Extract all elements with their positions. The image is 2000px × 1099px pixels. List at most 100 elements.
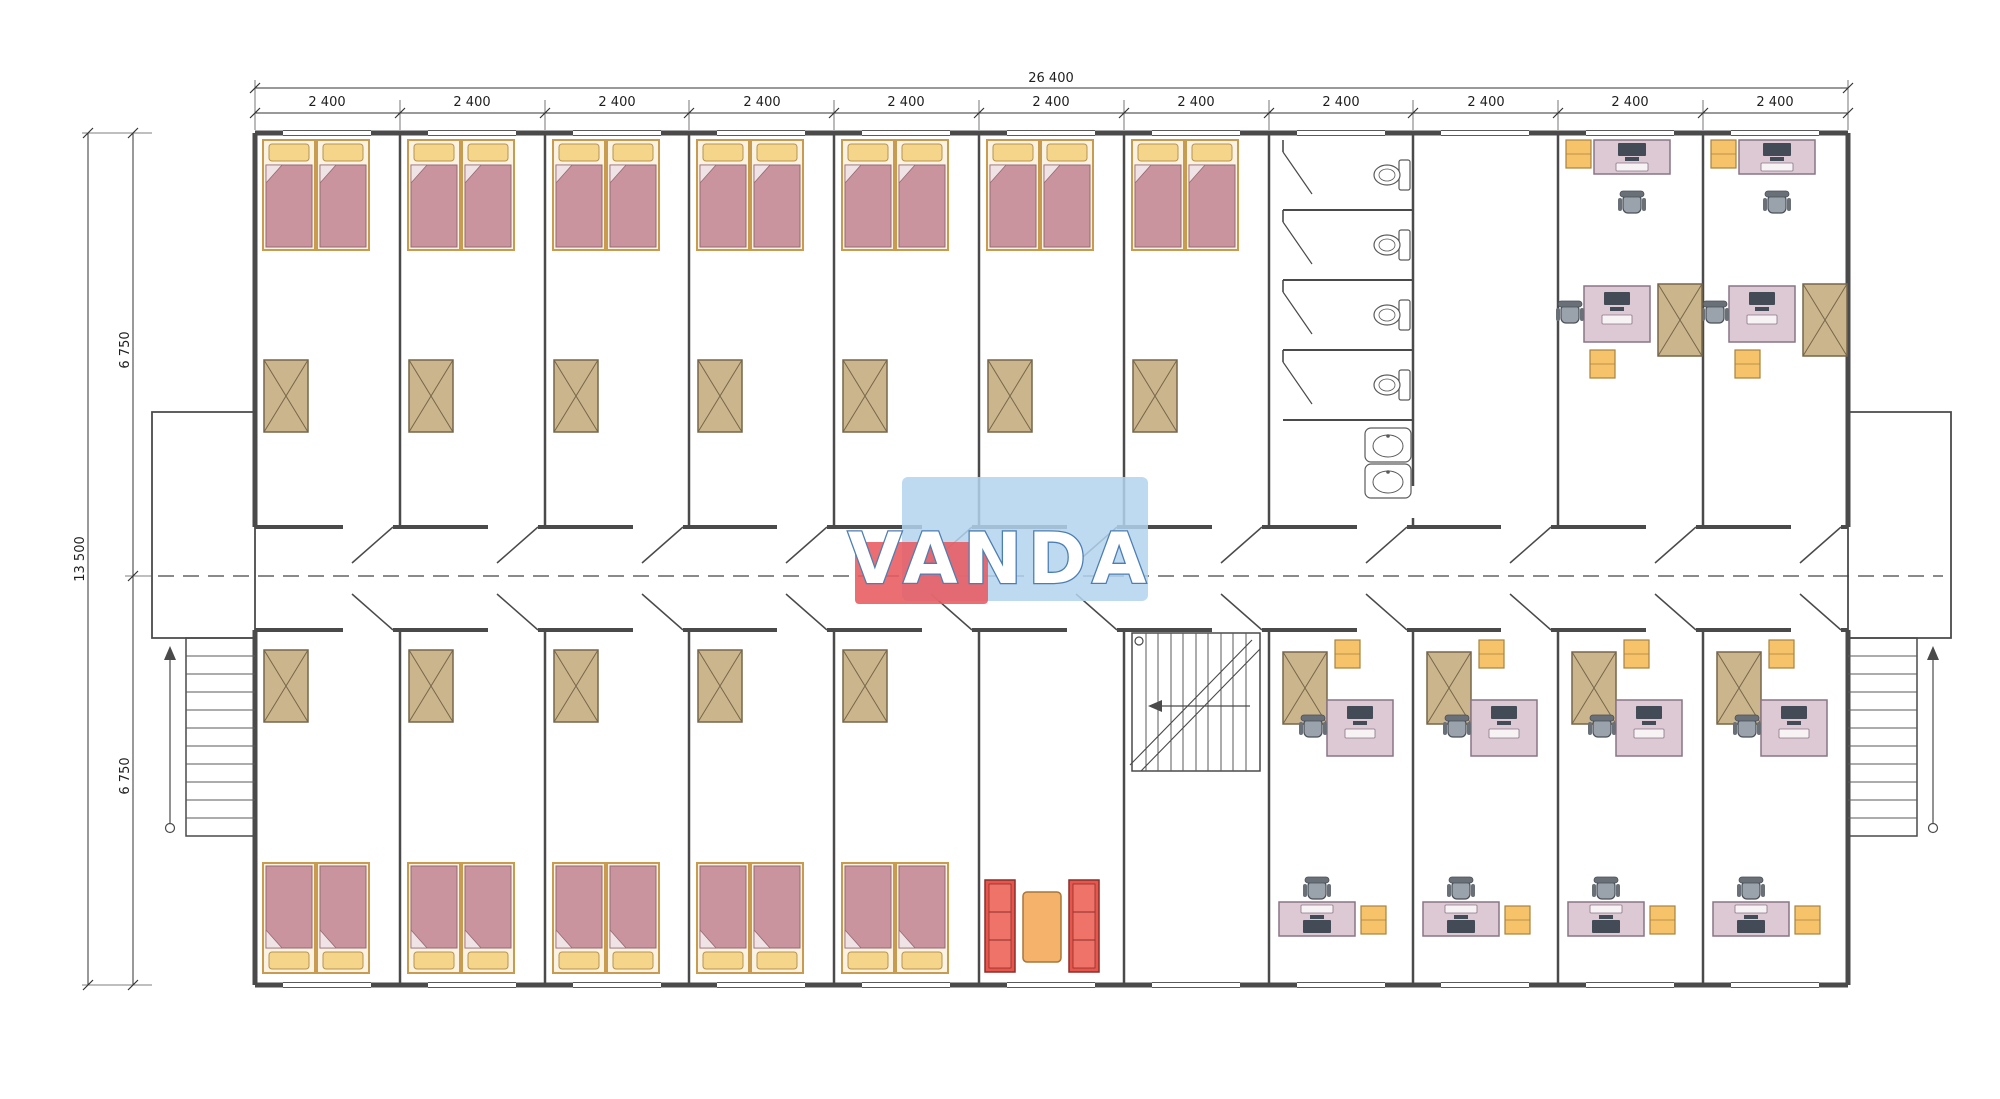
wardrobe-icon (1132, 359, 1178, 433)
stair-direction-arrow (164, 646, 176, 660)
bed-icon (1040, 139, 1094, 251)
chair-icon (1732, 714, 1762, 738)
chair-icon (1617, 190, 1647, 214)
wardrobe-icon (1426, 651, 1472, 725)
wardrobe-icon (1657, 283, 1703, 357)
cabinet-icon (1794, 905, 1821, 935)
wardrobe-icon (1802, 283, 1848, 357)
bed-icon (606, 139, 660, 251)
cabinet-icon (1565, 139, 1592, 169)
desk-icon (1615, 699, 1683, 757)
desk-icon (1567, 901, 1645, 937)
dimension-module-label: 2 400 (1611, 95, 1648, 110)
stair-treads (186, 655, 255, 819)
stair-treads (1848, 655, 1917, 819)
extension-lines (82, 80, 1849, 986)
desk-icon (1326, 699, 1394, 757)
vanda-logo: VANDA (846, 477, 1152, 604)
desk-icon (1728, 285, 1796, 343)
bed-icon (986, 139, 1040, 251)
sink-icon (1364, 463, 1412, 499)
dimension-module-label: 2 400 (1322, 95, 1359, 110)
windows (283, 129, 1819, 989)
desk-icon (1278, 901, 1356, 937)
cabinet-icon (1768, 639, 1795, 669)
sofa-icon (984, 879, 1016, 973)
exterior-stairs-right (1847, 411, 1952, 837)
wardrobe-icon (263, 649, 309, 723)
sofa-icon (1068, 879, 1100, 973)
dimension-ticks (82, 82, 1854, 991)
desk-icon (1760, 699, 1828, 757)
dimension-lower-height-label: 6 750 (118, 757, 133, 794)
cabinet-icon (1334, 639, 1361, 669)
chair-icon (1736, 876, 1766, 900)
chair-icon (1555, 300, 1585, 324)
desk-icon (1738, 139, 1816, 175)
stair-post-marker (1134, 636, 1144, 646)
wardrobe-icon (987, 359, 1033, 433)
chair-icon (1302, 876, 1332, 900)
bed-icon (552, 139, 606, 251)
dimension-rules (87, 87, 1848, 985)
stair-break-line (1129, 639, 1261, 772)
dorm-furniture-bottom (262, 649, 949, 974)
stair-direction-arrow (1148, 700, 1162, 712)
desk-icon (1593, 139, 1671, 175)
cabinet-icon (1710, 139, 1737, 169)
chair-icon (1700, 300, 1730, 324)
bed-icon (750, 862, 804, 974)
wardrobe-icon (1282, 651, 1328, 725)
bed-icon (841, 862, 895, 974)
cabinet-icon (1360, 905, 1387, 935)
dorm-furniture-top (262, 139, 1239, 433)
sink-icon (1364, 427, 1412, 463)
logo-red-block (855, 542, 988, 604)
bed-icon (407, 139, 461, 251)
wardrobe-icon (1571, 651, 1617, 725)
stair-direction-arrow (1927, 646, 1939, 660)
bathroom (1282, 140, 1417, 518)
stair-outline (185, 637, 256, 837)
bed-icon (750, 139, 804, 251)
bed-icon (461, 139, 515, 251)
stair-outline (1131, 632, 1261, 772)
dimension-module-label: 2 400 (453, 95, 490, 110)
bed-icon (407, 862, 461, 974)
wardrobe-icon (842, 359, 888, 433)
stall-door-leaves (1282, 151, 1313, 405)
cabinet-icon (1589, 349, 1616, 379)
offices-bottom (1278, 639, 1828, 937)
chair-icon (1587, 714, 1617, 738)
logo-text: VANDA (848, 518, 1152, 600)
dimension-module-label: 2 400 (1032, 95, 1069, 110)
bed-icon (895, 139, 949, 251)
bed-icon (895, 862, 949, 974)
dimension-module-label: 2 400 (1177, 95, 1214, 110)
cabinet-icon (1504, 905, 1531, 935)
stair-post-marker (164, 822, 176, 834)
bed-icon (552, 862, 606, 974)
chair-icon (1442, 714, 1472, 738)
interior-staircase (1129, 632, 1261, 772)
wardrobe-icon (263, 359, 309, 433)
toilet-icon (1373, 299, 1411, 331)
coffee-table-icon (1022, 891, 1062, 963)
dimension-module-label: 2 400 (598, 95, 635, 110)
dimension-module-label: 2 400 (1756, 95, 1793, 110)
bed-icon (841, 139, 895, 251)
cabinet-icon (1649, 905, 1676, 935)
dimension-module-label: 2 400 (308, 95, 345, 110)
bed-icon (696, 862, 750, 974)
toilet-stall-walls (1283, 209, 1413, 421)
dimension-upper-height-label: 6 750 (118, 331, 133, 368)
cabinet-icon (1478, 639, 1505, 669)
chair-icon (1762, 190, 1792, 214)
exterior-stairs-left (151, 411, 256, 837)
desk-icon (1712, 901, 1790, 937)
bed-icon (1131, 139, 1185, 251)
bed-icon (262, 139, 316, 251)
toilet-icon (1373, 159, 1411, 191)
bed-icon (316, 862, 370, 974)
